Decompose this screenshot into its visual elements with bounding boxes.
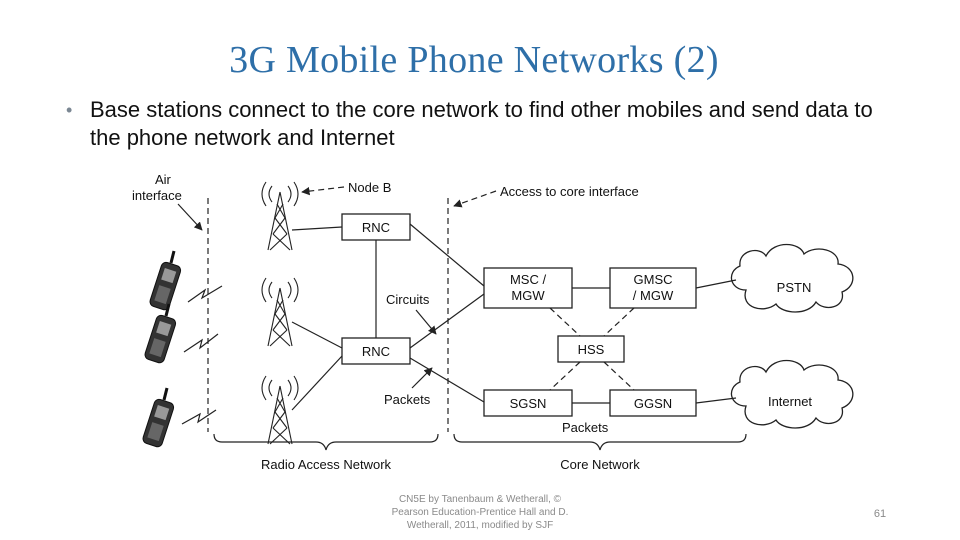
rnc-top-label: RNC [362,220,390,235]
link-gmsc-pstn [695,279,737,289]
link-tower2-rnc [291,321,343,349]
link-rnc2-msc [409,293,485,349]
radio-link-icon [183,333,219,353]
hss-box [557,335,625,363]
rnc-bottom-label: RNC [362,344,390,359]
link-rnc2-sgsn [409,357,485,403]
pstn-label: PSTN [777,280,812,295]
internet-label: Internet [768,394,812,409]
msc-label-line1: MSC / [510,272,547,287]
label-air-interface-line1: Air [155,172,172,187]
label-radio-access-network: Radio Access Network [261,457,392,472]
msc-label-line2: MGW [511,288,545,303]
link-tower1-rnc [291,226,343,231]
label-air-interface-line2: interface [132,188,182,203]
link-rnc-msc [409,223,485,287]
link-msc-hss [549,307,581,337]
link-ggsn-internet [695,397,737,404]
radio-access-network-brace [213,433,439,451]
base-station-tower-icon [261,277,299,347]
link-tower3-rnc [291,355,343,411]
label-circuits: Circuits [386,292,430,307]
access-to-core-pointer [453,190,497,208]
gmsc-label-line2: / MGW [633,288,674,303]
umts-architecture-diagram: Air interface Node B Access to core inte… [110,162,874,478]
link-hss-ggsn [603,361,635,391]
bullet-icon: • [66,100,73,120]
internet-cloud [730,359,854,429]
label-packets-bottom: Packets [562,420,609,435]
bullet-point: • Base stations connect to the core netw… [66,96,896,152]
gmsc-label-line1: GMSC [634,272,673,287]
slide-footer: CN5E by Tanenbaum & Wetherall, © Pearson… [391,494,569,531]
label-packets-left: Packets [384,392,431,407]
ggsn-box [609,389,697,417]
mobile-phone-icon [147,249,184,313]
sgsn-box [483,389,573,417]
radio-link-icon [181,409,217,425]
sgsn-label: SGSN [510,396,547,411]
bullet-text: Base stations connect to the core networ… [90,97,873,150]
mobile-phone-icon [142,302,179,366]
core-network-brace [453,433,747,451]
rnc-bottom-box [341,337,411,365]
packets-pointer [411,367,433,389]
label-node-b: Node B [348,180,391,195]
ggsn-label: GGSN [634,396,672,411]
base-station-tower-icon [261,181,299,251]
label-core-network: Core Network [560,457,640,472]
rnc-top-box [341,213,411,241]
air-interface-arrow [177,203,203,231]
label-access-to-core: Access to core interface [500,184,639,199]
radio-link-icon [187,285,223,303]
slide-title: 3G Mobile Phone Networks (2) [229,39,719,81]
hss-label: HSS [578,342,605,357]
mobile-phone-icon [140,386,177,450]
link-gmsc-hss [603,307,635,337]
pstn-cloud [730,243,854,313]
diagram-svg: Air interface Node B Access to core inte… [132,172,854,472]
link-hss-sgsn [549,361,581,391]
circuits-pointer [415,309,437,335]
node-b-pointer [301,186,345,196]
page-number: 61 [873,508,887,520]
